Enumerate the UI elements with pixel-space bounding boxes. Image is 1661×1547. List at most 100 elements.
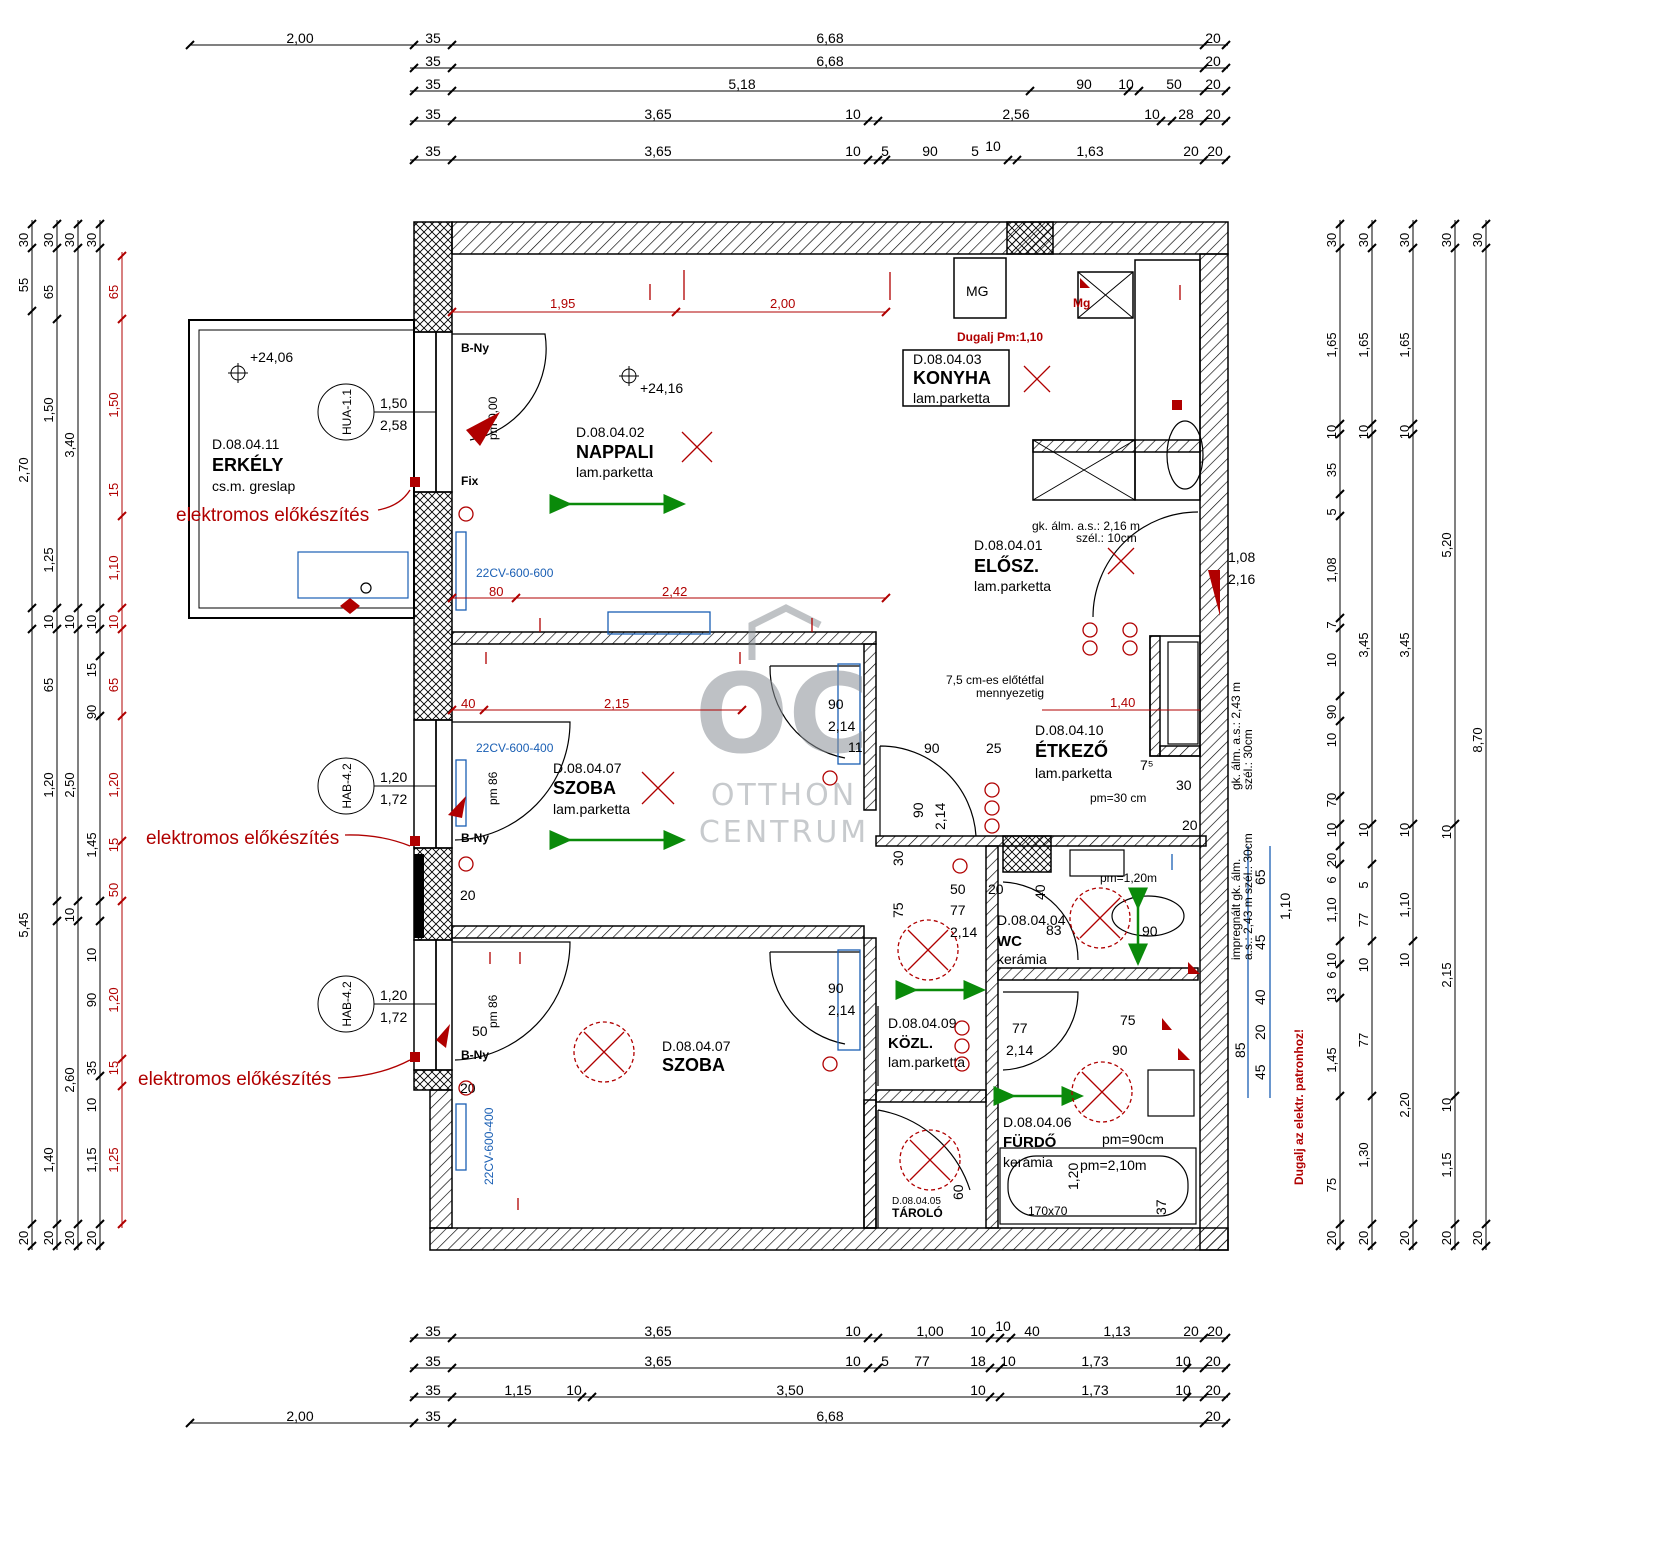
room-floor: lam.parketta [553,801,630,817]
window-sill: pm 86 [486,994,500,1028]
pm30-label: pm=30 cm [1090,791,1146,805]
svg-text:15: 15 [106,1061,121,1075]
svg-text:10: 10 [106,615,121,629]
svg-text:15: 15 [106,838,121,852]
bottom-dimensions [190,1337,1228,1424]
svg-text:20: 20 [16,1231,31,1245]
svg-text:30: 30 [890,850,906,866]
svg-text:1,10: 1,10 [1277,893,1293,920]
room-id: D.08.04.06 [1003,1114,1072,1130]
svg-text:20: 20 [1356,1231,1371,1245]
svg-text:65: 65 [1252,869,1268,885]
inner-dimension-lines [447,307,1200,715]
prep-callouts: elektromos előkészítés elektromos előkés… [138,489,411,1090]
svg-text:1,15: 1,15 [84,1147,99,1172]
svg-text:10: 10 [566,1382,582,1398]
svg-text:1,63: 1,63 [1076,143,1103,159]
room-floor: kerámia [997,951,1047,967]
svg-text:1,08: 1,08 [1228,549,1255,565]
dugalj-label: Dugalj Pm:1,10 [957,330,1043,344]
window-width: 1,20 [380,987,407,1003]
svg-text:7: 7 [1324,621,1339,628]
watermark-line2: CENTRUM [699,815,869,850]
prep-label-1: elektromos előkészítés [176,505,369,526]
svg-text:20: 20 [1205,76,1221,92]
svg-text:2,14: 2,14 [828,1002,855,1018]
svg-text:3,65: 3,65 [644,1353,671,1369]
svg-text:13: 13 [1324,988,1339,1002]
svg-text:28: 28 [1178,106,1194,122]
mg-label: MG [966,283,989,299]
svg-text:35: 35 [425,143,441,159]
svg-text:77: 77 [1356,913,1371,927]
svg-text:10: 10 [1356,958,1371,972]
svg-text:90: 90 [922,143,938,159]
svg-text:10: 10 [845,1353,861,1369]
window-sill: pm 86 [486,771,500,805]
svg-text:77: 77 [1356,1033,1371,1047]
room-id: D.08.04.04 [997,912,1066,928]
svg-text:5: 5 [1356,881,1371,888]
top-dimensions [190,44,1228,161]
gk-label-2b: szél.: 30cm [1241,729,1255,790]
svg-text:10: 10 [84,1098,99,1112]
electrical-symbols [458,270,1181,1210]
svg-text:2,14: 2,14 [932,803,948,830]
svg-text:90: 90 [1076,76,1092,92]
svg-text:5,20: 5,20 [1439,532,1454,557]
svg-text:35: 35 [84,1061,99,1075]
svg-text:77: 77 [1012,1020,1028,1036]
svg-text:10: 10 [1324,733,1339,747]
svg-text:7⁵: 7⁵ [1140,757,1154,773]
room-floor: lam.parketta [974,578,1051,594]
svg-text:40: 40 [1024,1323,1040,1339]
window-height: 1,72 [380,791,407,807]
svg-text:2,16: 2,16 [1228,571,1255,587]
svg-text:10: 10 [41,615,56,629]
svg-text:90: 90 [828,980,844,996]
room-name: KÖZL. [888,1035,933,1052]
svg-text:2,14: 2,14 [1006,1042,1033,1058]
electrical-labels: Dugalj Pm:1,10 Dugalj az elektr. patronh… [476,283,1306,1218]
svg-text:50: 50 [106,883,121,897]
svg-text:35: 35 [425,1353,441,1369]
svg-text:37: 37 [1153,1199,1169,1215]
window-tag: HUA-1.1 [340,389,354,435]
svg-text:1,20: 1,20 [41,772,56,797]
interior-walls [451,257,1207,1229]
svg-text:1,40: 1,40 [41,1147,56,1172]
svg-text:2,00: 2,00 [286,30,313,46]
window-tag: HAB-4.2 [340,981,354,1027]
room-id: D.08.04.03 [913,351,982,367]
room-id: D.08.04.10 [1035,722,1104,738]
svg-text:20: 20 [41,1231,56,1245]
svg-text:35: 35 [425,53,441,69]
svg-text:8,70: 8,70 [1470,727,1485,752]
svg-text:20: 20 [1182,817,1198,833]
svg-text:1,20: 1,20 [106,772,121,797]
svg-text:10: 10 [1439,1098,1454,1112]
svg-text:10: 10 [84,948,99,962]
svg-text:35: 35 [425,1323,441,1339]
svg-text:1,65: 1,65 [1397,332,1412,357]
svg-text:1,00: 1,00 [916,1323,943,1339]
svg-text:10: 10 [1439,825,1454,839]
svg-text:5,45: 5,45 [16,912,31,937]
svg-text:3,45: 3,45 [1356,632,1371,657]
room-etkezo: D.08.04.10 ÉTKEZŐ lam.parketta [1035,722,1112,781]
svg-text:1,10: 1,10 [1397,892,1412,917]
svg-text:20: 20 [1205,30,1221,46]
room-name: FÜRDŐ [1003,1133,1057,1151]
window-hab2: HAB-4.2 1,20 1,72 pm 86 B-Ny [317,975,500,1062]
svg-text:10: 10 [1397,953,1412,967]
gk-label-1b: szél.: 10cm [1076,531,1137,545]
svg-text:2,20: 2,20 [1397,1092,1412,1117]
svg-text:30: 30 [1397,233,1412,247]
svg-text:10: 10 [1356,425,1371,439]
svg-text:3,50: 3,50 [776,1382,803,1398]
right-dim-ticks [1335,219,1491,1251]
pm210-label: pm=2,10m [1080,1157,1147,1173]
svg-text:2,42: 2,42 [662,584,687,599]
room-szoba2: D.08.04.07 SZOBA [662,1038,731,1075]
svg-text:1,10: 1,10 [1324,897,1339,922]
